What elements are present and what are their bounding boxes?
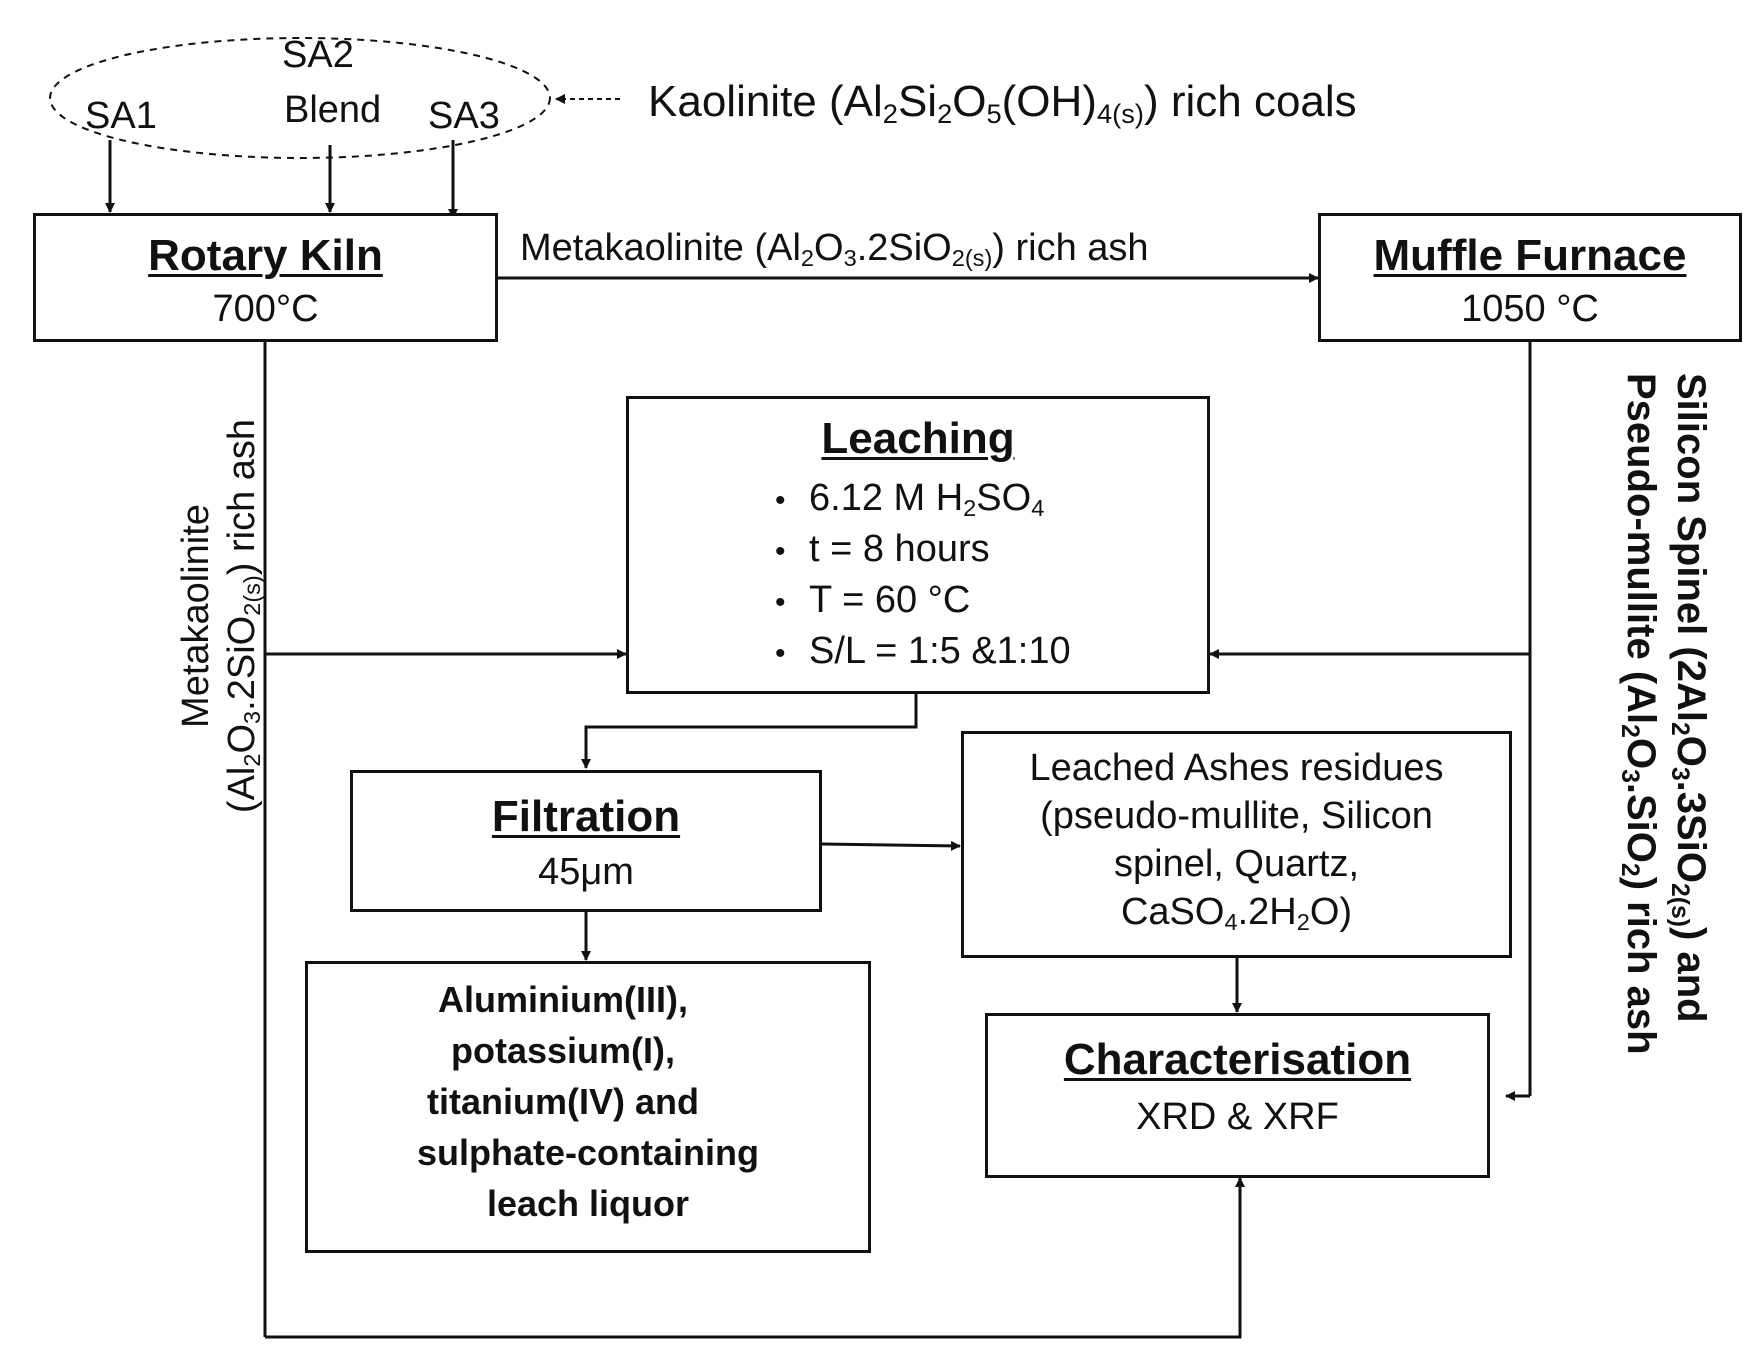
filtration-to-residues-arrow: [821, 840, 961, 851]
kaolinite-label: Kaolinite (Al2Si2O5(OH)4(s)) rich coals: [648, 77, 1357, 129]
muffle-furnace-title: Muffle Furnace: [1373, 231, 1687, 280]
kiln-ash-vertical-label: Metakaolinite (Al2O3.2SiO2(s)) rich ash: [175, 418, 265, 814]
kiln-to-characterisation-arrow: [265, 1177, 1245, 1339]
leaching-time: t = 8 hours: [775, 525, 1207, 576]
source-sa1: SA1: [85, 95, 157, 137]
leaching-to-filtration-arrow: [581, 694, 918, 769]
characterisation-box: Characterisation XRD & XRF: [985, 1013, 1490, 1178]
source-ellipse: [49, 37, 551, 159]
filtration-title: Filtration: [491, 792, 681, 841]
muffle-furnace-box: Muffle Furnace 1050 °C: [1318, 213, 1742, 342]
filtration-size: 45μm: [538, 851, 634, 893]
source-blend: Blend: [284, 89, 382, 131]
characterisation-methods: XRD & XRF: [1136, 1096, 1339, 1138]
leach-liquor-box: Aluminium(III), potassium(I), titanium(I…: [305, 961, 871, 1253]
rotary-kiln-box: Rotary Kiln 700°C: [33, 213, 498, 342]
leached-residues-box: Leached Ashes residues (pseudo-mullite, …: [961, 731, 1512, 958]
source-sa3: SA3: [428, 95, 500, 137]
leaching-temperature: T = 60 °C: [775, 576, 1207, 627]
characterisation-title: Characterisation: [1063, 1035, 1412, 1084]
kiln-to-furnace-label: Metakaolinite (Al2O3.2SiO2(s)) rich ash: [520, 227, 1149, 271]
leaching-title: Leaching: [821, 414, 1015, 463]
leaching-parameters: 6.12 M H2SO4 t = 8 hours T = 60 °C S/L =…: [775, 474, 1207, 678]
furnace-ash-vertical-label: Silicon Spinel (2Al2O3.3SiO2(s)) and Pse…: [1615, 373, 1713, 1055]
source-sa2: SA2: [282, 34, 354, 76]
leaching-acid: 6.12 M H2SO4: [775, 474, 1207, 525]
leaching-solid-liquid-ratio: S/L = 1:5 &1:10: [775, 627, 1207, 678]
leaching-box: Leaching 6.12 M H2SO4 t = 8 hours T = 60…: [626, 396, 1210, 694]
muffle-furnace-temp: 1050 °C: [1461, 288, 1599, 330]
filtration-box: Filtration 45μm: [350, 770, 822, 912]
rotary-kiln-temp: 700°C: [212, 288, 319, 330]
rotary-kiln-title: Rotary Kiln: [148, 231, 383, 280]
